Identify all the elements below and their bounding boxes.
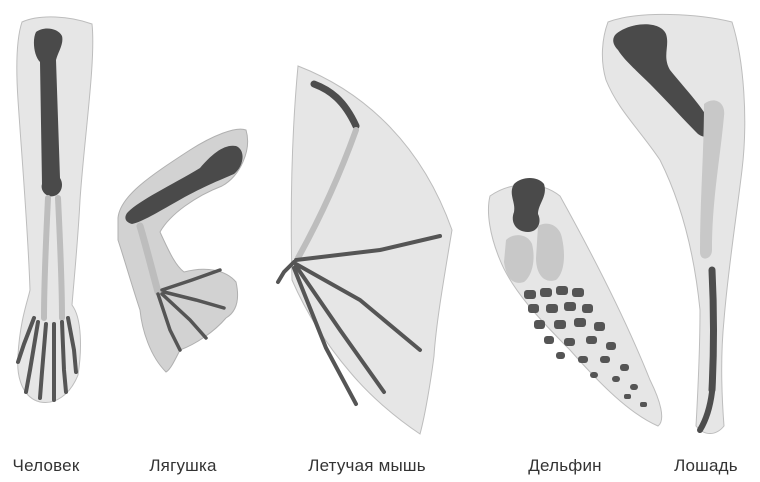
- dolphin-radius: [504, 235, 534, 283]
- bat-wing-figure: [278, 66, 452, 434]
- label-dolphin: Дельфин: [528, 456, 601, 476]
- dolphin-ulna: [536, 224, 564, 281]
- label-human: Человек: [13, 456, 80, 476]
- dolphin-flipper-figure: [488, 178, 661, 426]
- label-horse: Лошадь: [674, 456, 738, 476]
- label-frog: Лягушка: [149, 456, 216, 476]
- frog-limb-figure: [118, 129, 248, 372]
- horse-cannon-bone: [712, 270, 714, 390]
- human-arm-figure: [17, 17, 93, 403]
- label-bat: Летучая мышь: [308, 456, 426, 476]
